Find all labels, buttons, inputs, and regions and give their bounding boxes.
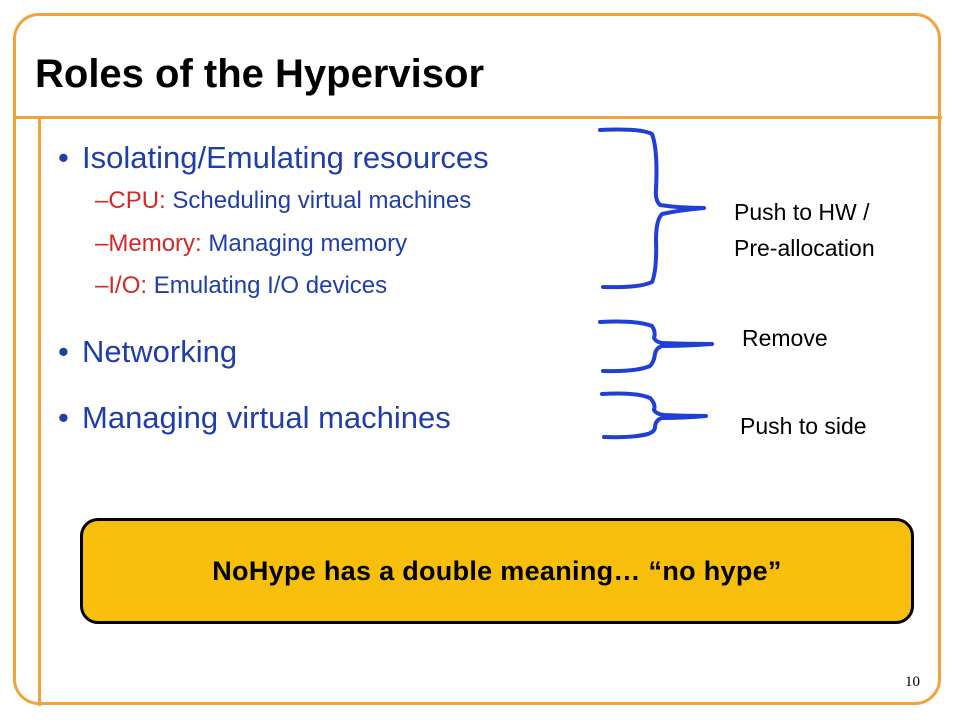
brace-managing <box>600 391 708 440</box>
sub-dash: – <box>95 272 109 299</box>
left-divider <box>38 116 41 706</box>
bullet-text: Managing virtual machines <box>82 400 451 435</box>
bullet-networking: • Networking <box>58 336 237 367</box>
page-number: 10 <box>905 674 920 690</box>
callout-text: NoHype has a double meaning… “no hype” <box>212 555 782 586</box>
sub-item-cpu: –CPU: Scheduling virtual machines <box>95 189 471 213</box>
label-remove: Remove <box>742 325 828 351</box>
sub-dash: – <box>95 187 109 214</box>
sub-item-memory: –Memory: Managing memory <box>95 232 407 256</box>
sub-text: Emulating I/O devices <box>147 272 388 299</box>
label-push-to-side: Push to side <box>740 413 867 439</box>
sub-key: Memory: <box>108 230 202 257</box>
bullet-dot: • <box>58 334 69 369</box>
sub-text: Managing memory <box>201 230 408 257</box>
slide-title: Roles of the Hypervisor <box>35 52 485 96</box>
label-push-to-hw: Push to HW / <box>734 199 870 225</box>
title-divider <box>16 116 942 119</box>
bullet-dot: • <box>58 400 69 435</box>
sub-item-io: –I/O: Emulating I/O devices <box>95 274 387 298</box>
sub-dash: – <box>95 230 109 257</box>
callout-box: NoHype has a double meaning… “no hype” <box>80 518 914 624</box>
bullet-text: Isolating/Emulating resources <box>82 140 489 175</box>
sub-key: I/O: <box>108 272 148 299</box>
bullet-managing-vms: • Managing virtual machines <box>58 402 451 433</box>
brace-networking <box>598 319 714 374</box>
label-pre-allocation: Pre-allocation <box>734 235 875 261</box>
bullet-text: Networking <box>82 334 238 369</box>
slide-frame <box>13 13 941 705</box>
brace-resources <box>598 127 706 290</box>
bullet-isolating-emulating: • Isolating/Emulating resources <box>58 142 489 173</box>
sub-key: CPU: <box>108 187 166 214</box>
sub-text: Scheduling virtual machines <box>165 187 472 214</box>
bullet-dot: • <box>58 140 69 175</box>
